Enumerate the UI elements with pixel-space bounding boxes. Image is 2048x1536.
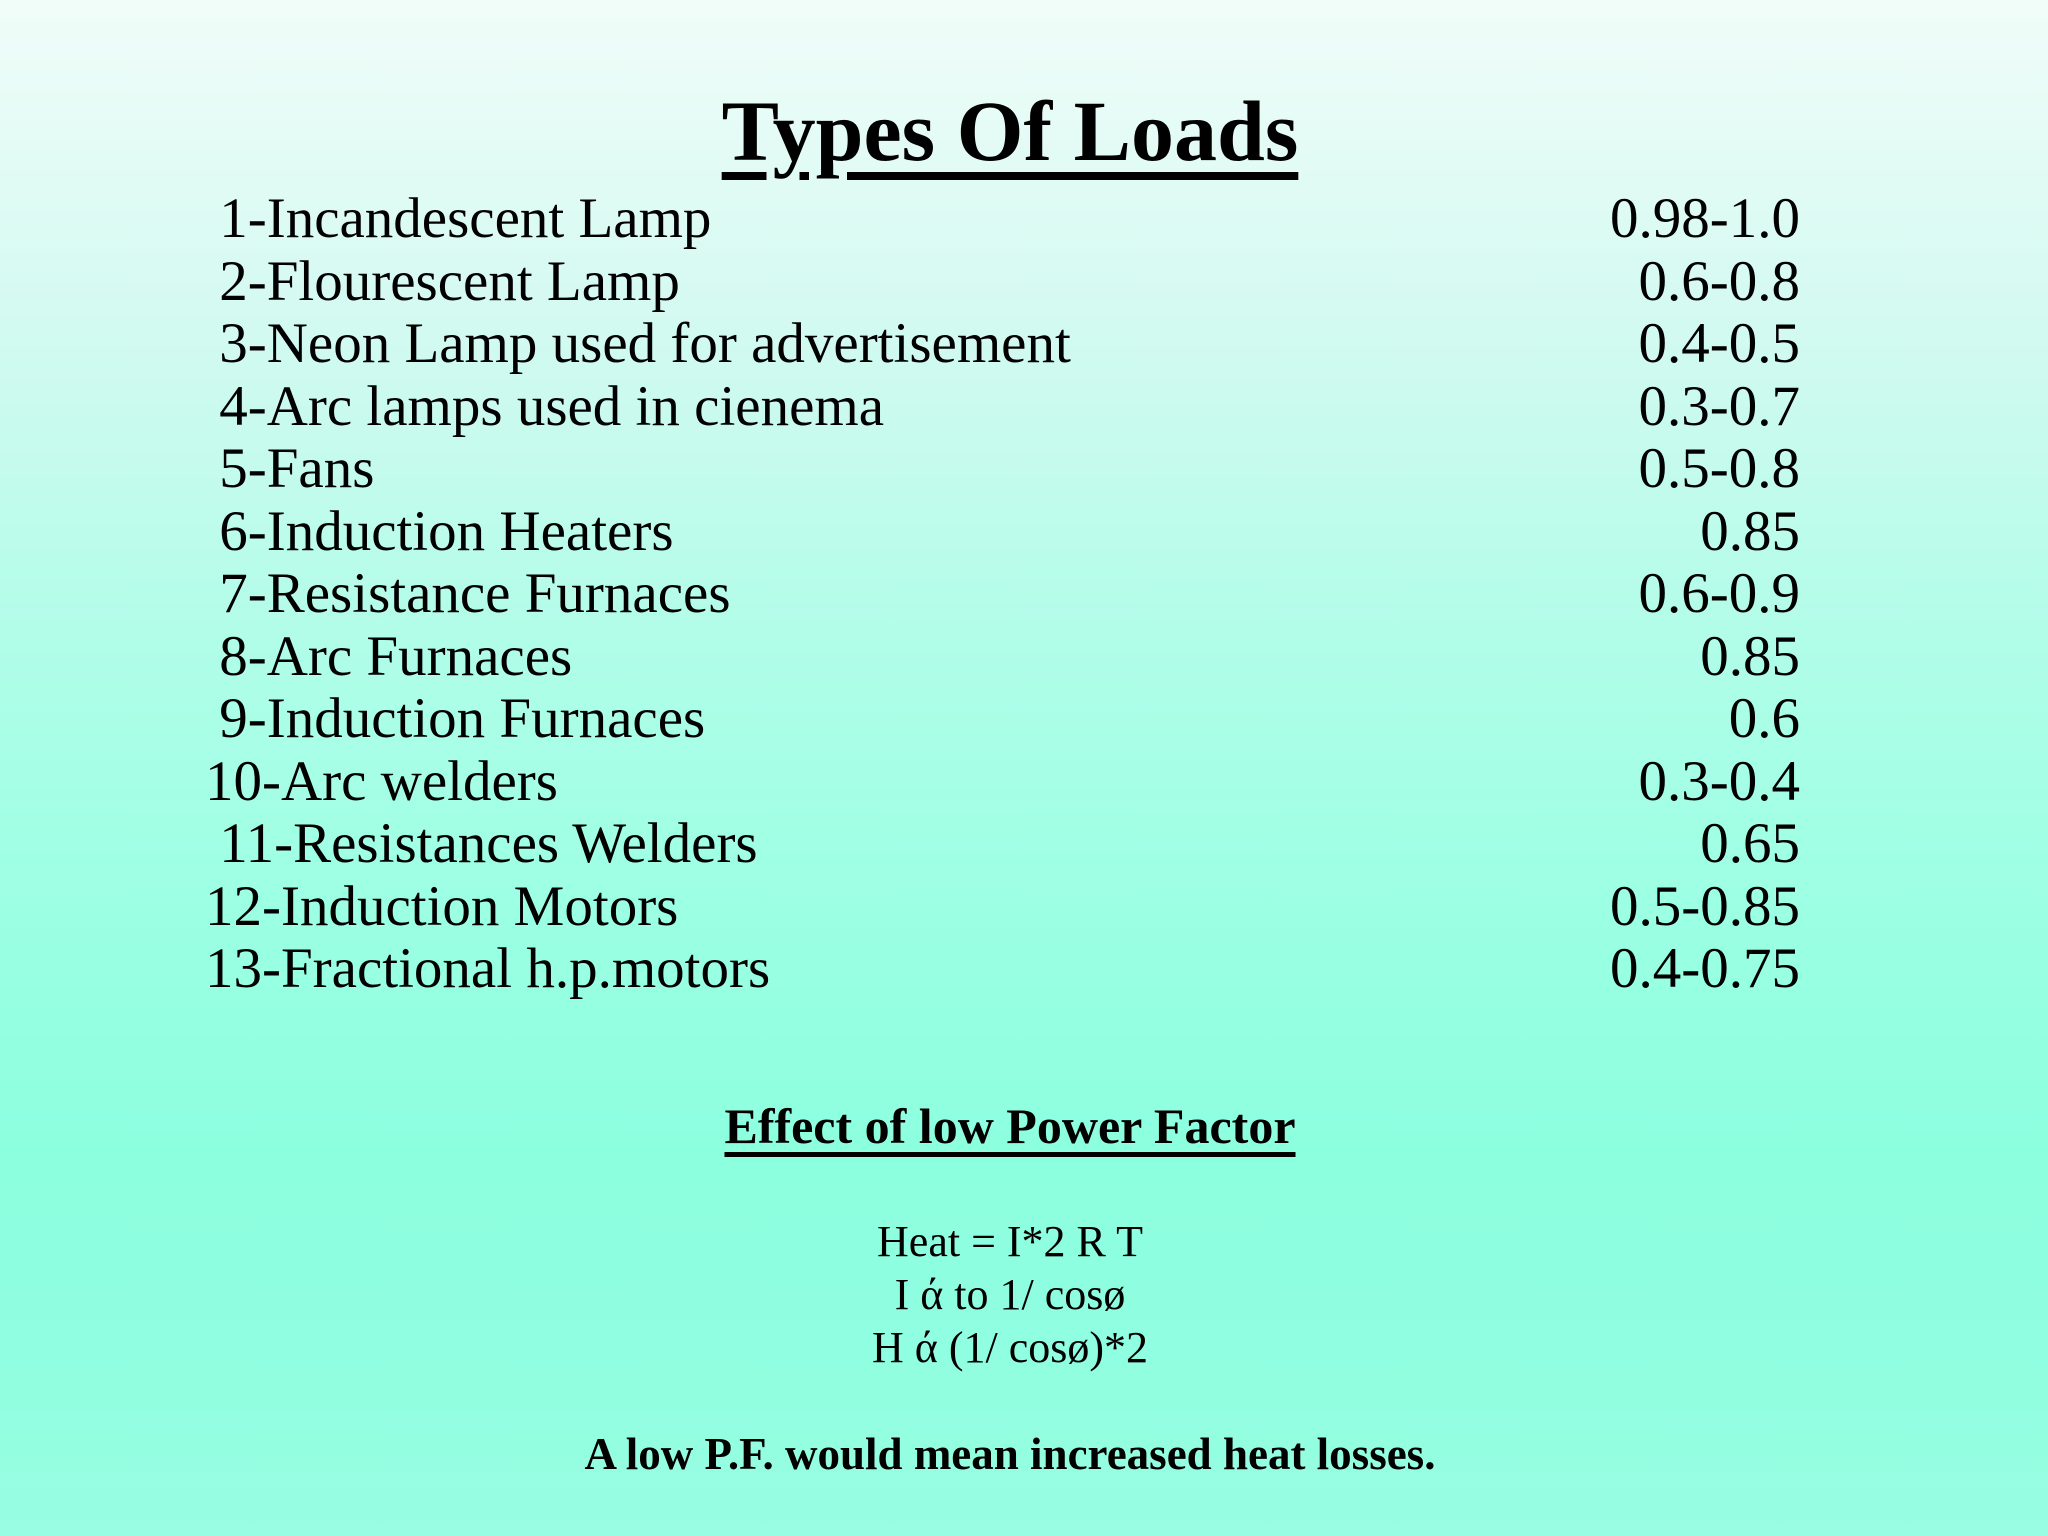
load-label: 3-Neon Lamp used for advertisement bbox=[205, 312, 1071, 375]
load-power-factor-value: 0.85 bbox=[1700, 499, 1800, 563]
load-power-factor-value: 0.98-1.0 bbox=[1610, 187, 1800, 250]
load-power-factor-value: 0.5-0.8 bbox=[1638, 437, 1800, 500]
load-label: 2-Flourescent Lamp bbox=[205, 249, 680, 313]
load-label: 7-Resistance Furnaces bbox=[205, 562, 731, 625]
load-power-factor-value: 0.6-0.8 bbox=[1638, 249, 1800, 313]
section-heading: Effect of low Power Factor bbox=[724, 1097, 1296, 1154]
load-row: 2-Flourescent Lamp 0.6-0.8 bbox=[0, 249, 2020, 314]
formula-heat-proportionality: H ά (1/ cosø)*2 bbox=[871, 1322, 1148, 1372]
load-row: 12-Induction Motors 0.5-0.85 bbox=[0, 874, 2020, 939]
load-row: 8-Arc Furnaces 0.85 bbox=[0, 624, 2020, 689]
load-power-factor-value: 0.6 bbox=[1728, 687, 1800, 750]
load-row: 3-Neon Lamp used for advertisement 0.4-0.… bbox=[0, 312, 2020, 376]
load-row: 1-Incandescent Lamp 0.98-1.0 bbox=[0, 187, 2020, 251]
load-row: 7-Resistance Furnaces 0.6-0.9 bbox=[0, 562, 2020, 626]
load-power-factor-value: 0.85 bbox=[1700, 624, 1800, 688]
load-row: 6-Induction Heaters 0.85 bbox=[0, 499, 2020, 564]
load-power-factor-value: 0.3-0.4 bbox=[1638, 749, 1800, 813]
load-row: 9-Induction Furnaces 0.6 bbox=[0, 687, 2020, 751]
load-label: 12-Induction Motors bbox=[205, 874, 679, 938]
load-row: 11-Resistances Welders 0.65 bbox=[0, 812, 2020, 876]
load-power-factor-value: 0.4-0.75 bbox=[1610, 937, 1800, 1000]
load-label: 10-Arc welders bbox=[205, 749, 558, 813]
load-label: 11-Resistances Welders bbox=[205, 812, 758, 875]
load-power-factor-value: 0.6-0.9 bbox=[1638, 562, 1800, 625]
load-row: 13-Fractional h.p.motors 0.4-0.75 bbox=[0, 937, 2020, 1001]
load-power-factor-value: 0.3-0.7 bbox=[1638, 374, 1800, 438]
slide-title: Types Of Loads bbox=[721, 83, 1299, 179]
load-power-factor-value: 0.4-0.5 bbox=[1638, 312, 1800, 375]
load-label: 6-Induction Heaters bbox=[205, 499, 674, 563]
load-row: 10-Arc welders 0.3-0.4 bbox=[0, 749, 2020, 814]
load-label: 13-Fractional h.p.motors bbox=[205, 937, 771, 1000]
load-row: 5-Fans 0.5-0.8 bbox=[0, 437, 2020, 501]
load-label: 1-Incandescent Lamp bbox=[205, 187, 712, 250]
load-row: 4-Arc lamps used in cienema 0.3-0.7 bbox=[0, 374, 2020, 439]
formula-current-proportionality: I ά to 1/ cosø bbox=[894, 1269, 1126, 1319]
load-power-factor-value: 0.65 bbox=[1700, 812, 1800, 875]
loads-list: 1-Incandescent Lamp 0.98-1.0 2-Flourescen… bbox=[0, 187, 2020, 1001]
load-label: 4-Arc lamps used in cienema bbox=[205, 374, 885, 438]
load-label: 5-Fans bbox=[205, 437, 375, 500]
formula-heat: Heat = I*2 R T bbox=[877, 1216, 1143, 1266]
load-label: 8-Arc Furnaces bbox=[205, 624, 573, 688]
formula-block: Heat = I*2 R T I ά to 1/ cosø H ά (1/ co… bbox=[0, 1215, 2020, 1374]
load-power-factor-value: 0.5-0.85 bbox=[1610, 874, 1800, 938]
load-label: 9-Induction Furnaces bbox=[205, 687, 706, 750]
conclusion-text: A low P.F. would mean increased heat los… bbox=[584, 1428, 1436, 1479]
